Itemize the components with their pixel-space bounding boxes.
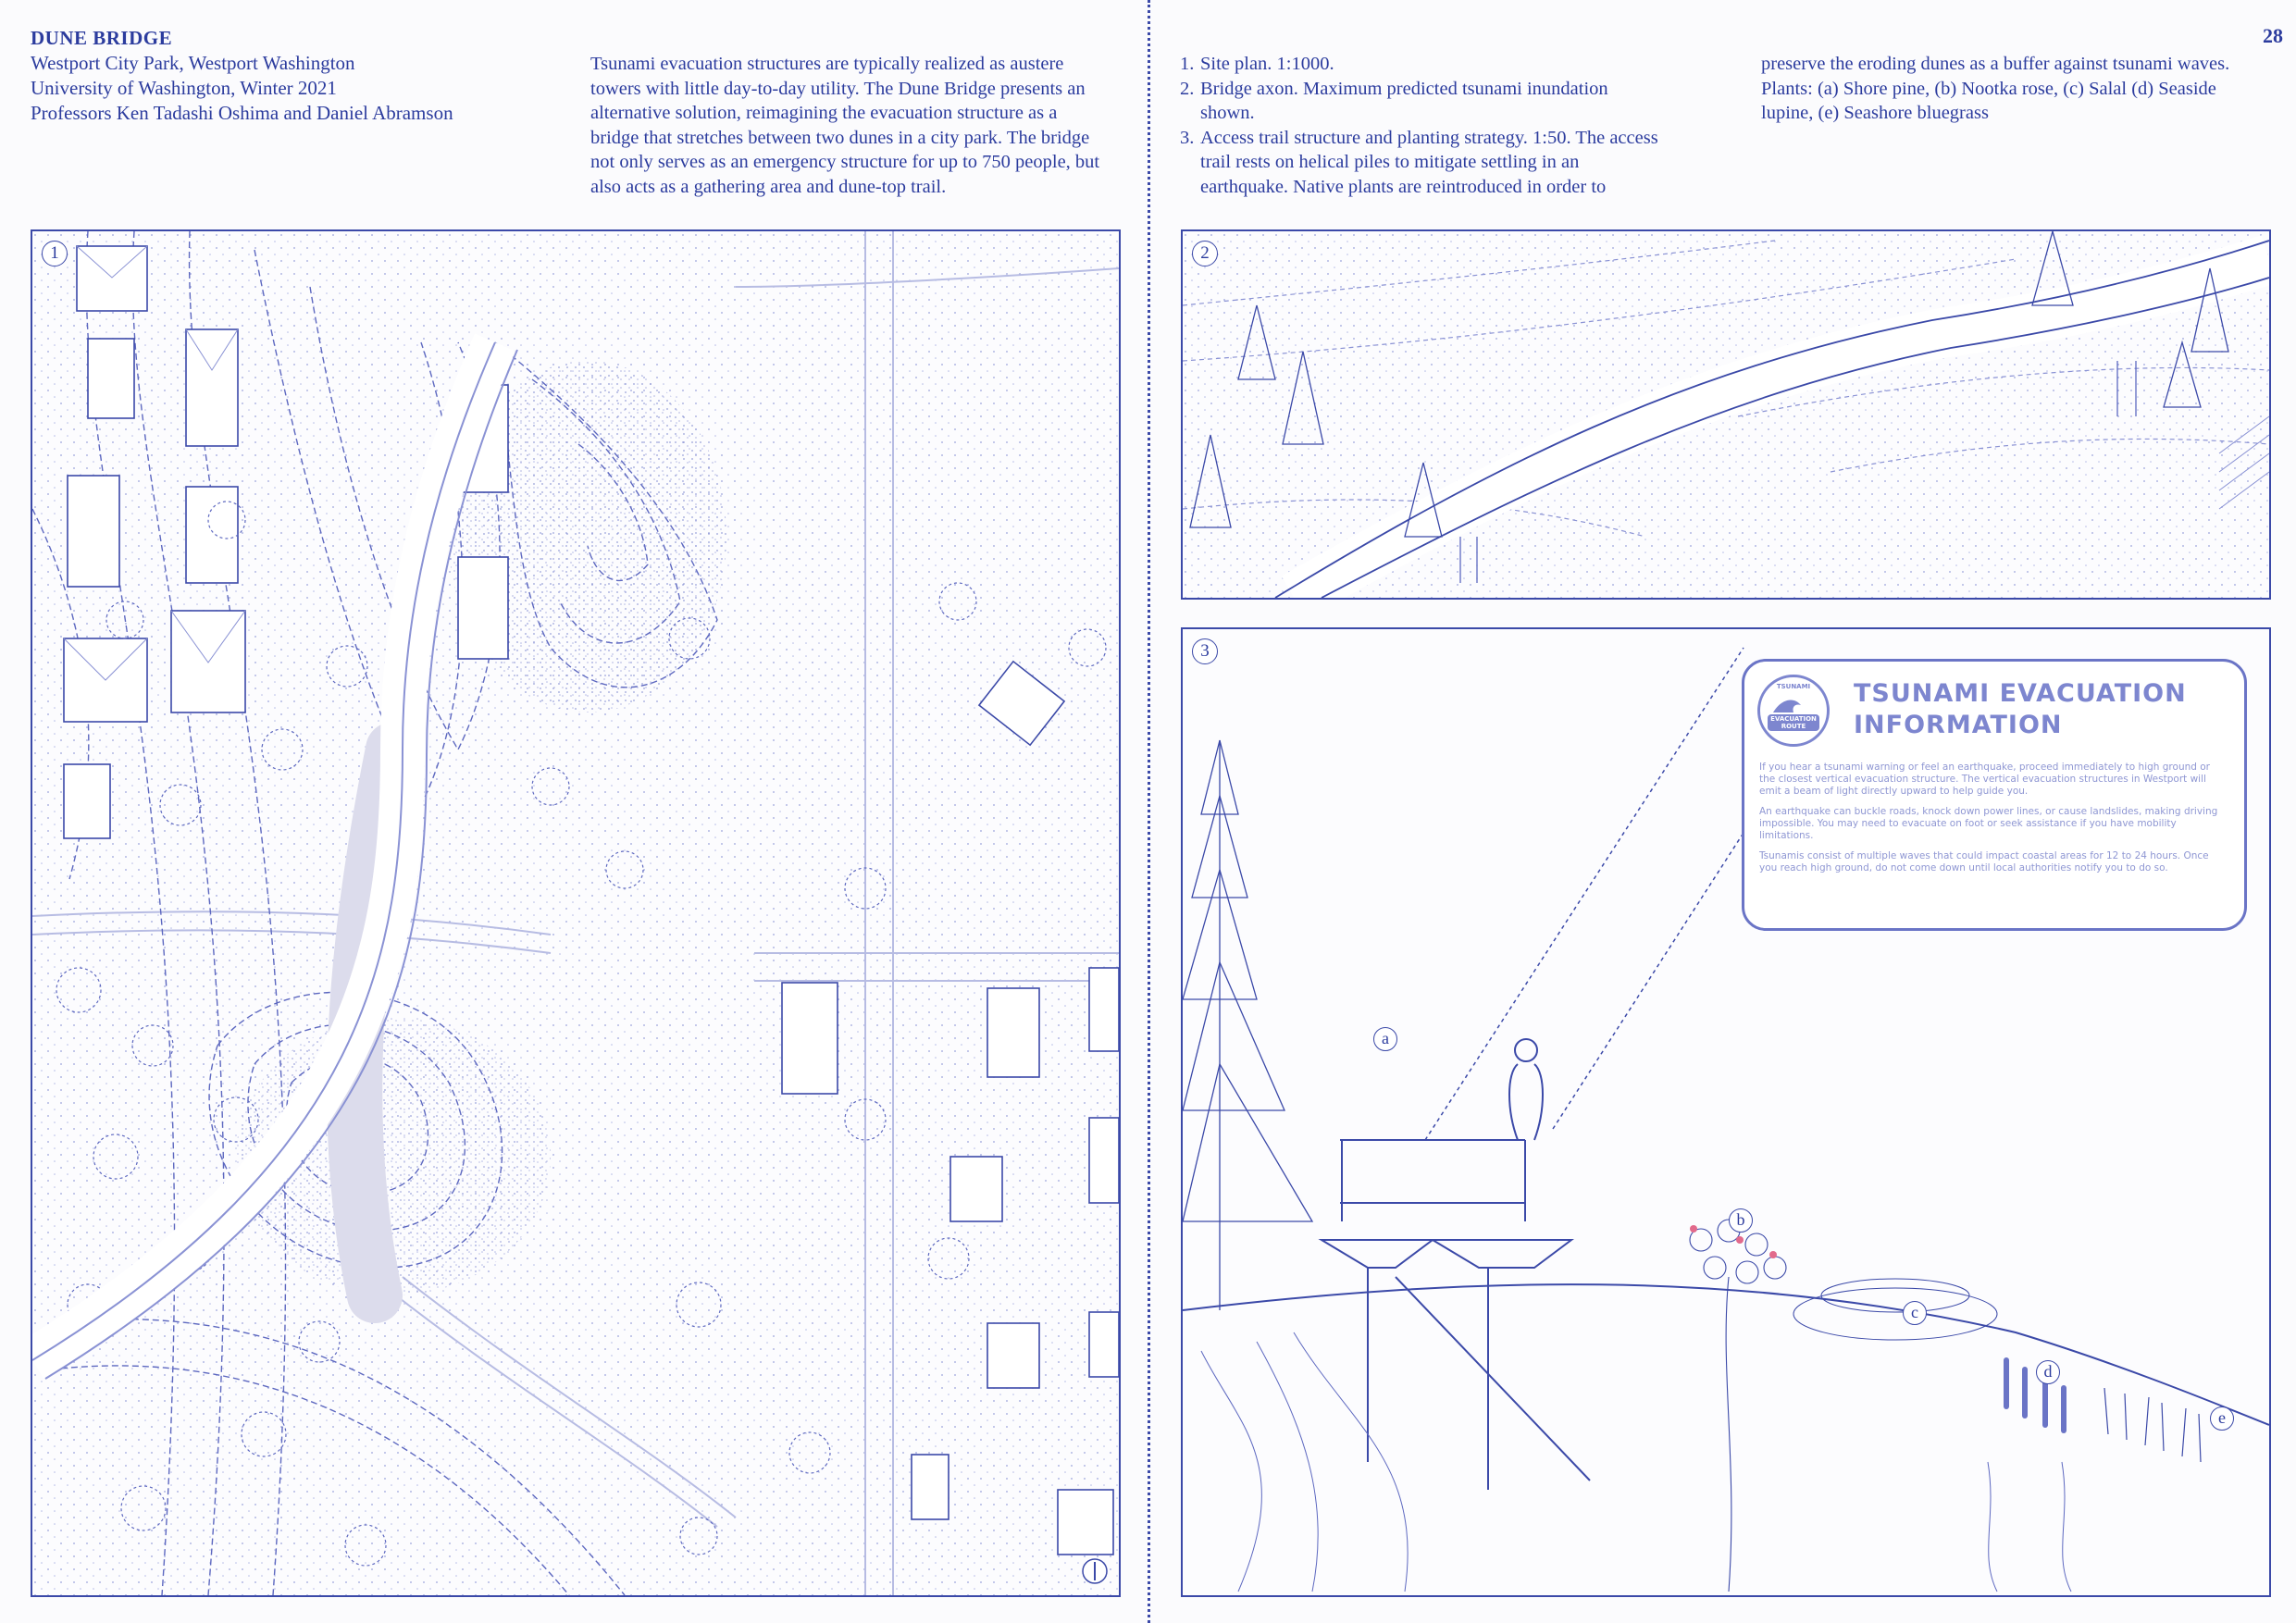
figure-number-1: 1 bbox=[42, 241, 68, 266]
figure-captions: 1.Site plan. 1:1000. 2.Bridge axon. Maxi… bbox=[1180, 52, 1666, 199]
project-header: DUNE BRIDGE Westport City Park, Westport… bbox=[31, 26, 549, 126]
site-plan-drawing bbox=[32, 231, 1119, 1595]
caption-continued: preserve the eroding dunes as a buffer a… bbox=[1761, 54, 2230, 123]
sign-paragraph: An earthquake can buckle roads, knock do… bbox=[1759, 806, 2218, 841]
project-professors: Professors Ken Tadashi Oshima and Daniel… bbox=[31, 102, 453, 124]
plant-label-e: e bbox=[2210, 1406, 2234, 1431]
sign-title: TSUNAMI EVACUATION INFORMATION bbox=[1854, 679, 2187, 739]
project-title: DUNE BRIDGE bbox=[31, 27, 173, 49]
bridge-axon-panel: 2 bbox=[1181, 229, 2271, 600]
figure-number-3: 3 bbox=[1192, 638, 1218, 664]
caption-3: 3.Access trail structure and planting st… bbox=[1180, 127, 1658, 197]
project-location: Westport City Park, Westport Washington bbox=[31, 52, 355, 74]
plant-label-b: b bbox=[1729, 1208, 1753, 1233]
badge-route-text: EVACUATION ROUTE bbox=[1770, 715, 1817, 730]
sign-paragraph: If you hear a tsunami warning or feel an… bbox=[1759, 762, 2210, 797]
badge-top-text: TSUNAMI bbox=[1776, 683, 1811, 690]
plant-label-d: d bbox=[2036, 1360, 2060, 1384]
wave-icon bbox=[1773, 700, 1801, 712]
sign-body: If you hear a tsunami warning or feel an… bbox=[1759, 762, 2222, 883]
sign-paragraph: Tsunamis consist of multiple waves that … bbox=[1759, 850, 2209, 873]
caption-2: 2.Bridge axon. Maximum predicted tsunami… bbox=[1180, 78, 1608, 124]
tsunami-info-sign: TSUNAMI EVACUATION ROUTE TSUNAMI EVACUAT… bbox=[1742, 659, 2247, 931]
figure-number-2: 2 bbox=[1192, 241, 1218, 266]
evacuation-route-badge: TSUNAMI EVACUATION ROUTE bbox=[1757, 675, 1830, 747]
plant-label-c: c bbox=[1903, 1301, 1927, 1325]
bridge-axon-drawing bbox=[1183, 231, 2269, 598]
access-trail-drawing bbox=[1183, 647, 2269, 1592]
page-number: 28 bbox=[2263, 24, 2283, 47]
plant-label-a: a bbox=[1373, 1027, 1397, 1051]
site-plan-panel: 1 bbox=[31, 229, 1121, 1597]
page-spine bbox=[1148, 0, 1150, 1623]
intro-paragraph: Tsunami evacuation structures are typica… bbox=[590, 54, 1100, 197]
project-studio: University of Washington, Winter 2021 bbox=[31, 77, 337, 99]
badge-route-bar: EVACUATION ROUTE bbox=[1768, 714, 1819, 731]
caption-1: 1.Site plan. 1:1000. bbox=[1180, 54, 1334, 74]
